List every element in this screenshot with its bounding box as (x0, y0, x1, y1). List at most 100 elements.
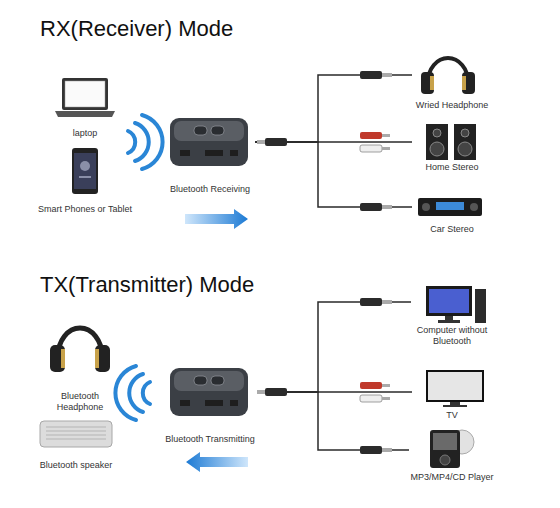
mode-title: TX(Transmitter) Mode (40, 272, 254, 298)
device-label: Bluetooth Transmitting (165, 434, 255, 445)
device-node: Bluetooth Receiving (165, 112, 255, 196)
ear-cup (462, 72, 475, 94)
car-stereo-icon (418, 198, 482, 216)
speaker-cabinet (454, 124, 476, 160)
direction-arrow (185, 209, 248, 229)
plug-body (360, 298, 382, 306)
audio-cable (255, 75, 412, 142)
headphone-icon (50, 328, 110, 372)
device-label: Wried Headphone (416, 100, 488, 111)
player-wheel (440, 455, 450, 465)
plug-tip (257, 140, 265, 144)
wave (128, 131, 135, 153)
device-label: MP3/MP4/CD Player (410, 472, 493, 483)
rca-plugs (360, 132, 390, 152)
plug-tip (382, 147, 390, 150)
laptop-icon (55, 78, 115, 117)
tv-screen (428, 372, 482, 400)
cup-ring (462, 76, 466, 90)
monitor-stand (445, 316, 453, 320)
computer-tower (475, 289, 486, 323)
jack-plug (257, 138, 287, 146)
box-port (230, 150, 238, 156)
phone-icon (72, 148, 98, 194)
speakers-icon (426, 124, 476, 160)
wireless-waves (115, 366, 150, 420)
wave (135, 123, 149, 161)
device-label: Smart Phones or Tablet (38, 204, 132, 215)
player-icon (430, 430, 474, 468)
box-port (205, 400, 223, 406)
wave (115, 366, 136, 420)
box-port (205, 150, 223, 156)
device-node: Car Stereo (412, 192, 492, 236)
woofer (430, 142, 444, 156)
cup-ring (61, 349, 65, 368)
device-node: laptop (45, 76, 125, 140)
bluetooth-box (170, 368, 248, 416)
device-node: Bluetooth Headphone (40, 320, 120, 414)
plug-tip (382, 73, 392, 77)
jack-plug (360, 203, 392, 211)
box-button (211, 126, 224, 135)
audio-cable (258, 302, 411, 392)
laptop-base (55, 111, 115, 117)
jack-plug (360, 446, 392, 454)
box-body (170, 368, 248, 416)
plug-body (265, 138, 287, 146)
speaker-icon (40, 421, 112, 447)
ear-cup (421, 72, 434, 94)
device-node: Bluetooth speaker (35, 416, 117, 472)
plug-tip (382, 384, 390, 387)
speaker-cabinet (426, 124, 448, 160)
phone-avatar (80, 161, 90, 171)
laptop-screen (65, 81, 105, 107)
plug-tip (382, 448, 392, 452)
plug-body (265, 388, 287, 396)
rca-plugs (360, 382, 390, 402)
plug-body (360, 203, 382, 211)
rca-white (360, 145, 382, 152)
device-node: Wried Headphone (412, 52, 492, 112)
device-label: Bluetooth speaker (40, 460, 113, 471)
device-node: Computer without Bluetooth (411, 282, 493, 348)
box-button (194, 376, 207, 385)
wave (143, 382, 150, 404)
stereo-knob (470, 203, 478, 211)
box-port (230, 400, 238, 406)
phone-screen (74, 153, 96, 189)
rca-red (360, 382, 382, 389)
computer-icon (426, 286, 486, 323)
speaker-grille (46, 427, 106, 439)
monitor-base (438, 320, 460, 323)
ear-cup (50, 345, 65, 372)
tweeter (433, 129, 441, 137)
ear-cup (95, 345, 110, 372)
audio-cable (258, 392, 409, 450)
monitor (426, 286, 472, 316)
phone-body (72, 148, 98, 194)
plug-tip (382, 134, 390, 137)
box-top (174, 121, 244, 141)
direction-arrow (186, 452, 248, 472)
device-label: TV (446, 410, 458, 421)
rca-white (360, 395, 382, 402)
rca-red (360, 132, 382, 139)
speaker-body (40, 421, 112, 447)
tv-stand (450, 402, 460, 405)
tv-base (443, 405, 467, 407)
box-port (180, 150, 190, 156)
device-node: Smart Phones or Tablet (35, 146, 135, 216)
player-screen (433, 433, 457, 450)
device-label: Car Stereo (430, 224, 474, 235)
jack-plug (360, 298, 392, 306)
box-body (170, 118, 248, 166)
phone-text-line (79, 176, 91, 178)
bluetooth-box (170, 118, 248, 166)
plug-tip (257, 390, 265, 394)
plug-tip (382, 300, 392, 304)
woofer (458, 142, 472, 156)
